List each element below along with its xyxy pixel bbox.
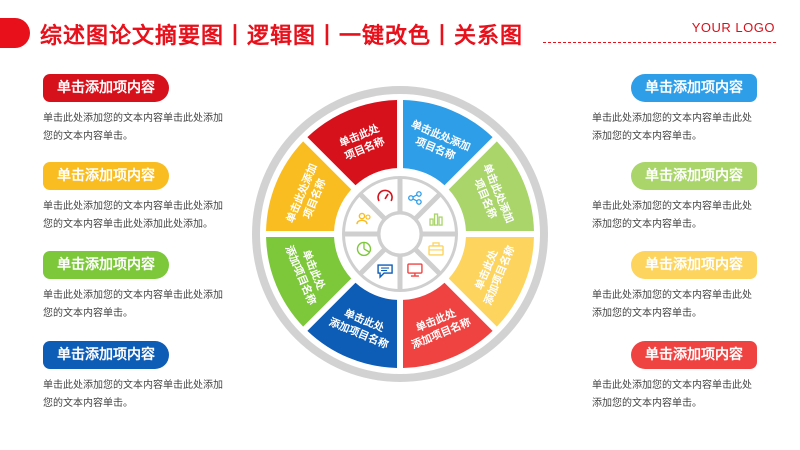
item-label-pill[interactable]: 单击添加项内容 (631, 251, 757, 279)
wheel-icon-cell (402, 179, 438, 217)
wheel-icon-cell (362, 179, 398, 217)
wheel-icon-cell (417, 236, 455, 272)
monitor-icon (407, 263, 423, 277)
item-description: 单击此处添加您的文本内容单击此处添加您的文本内容单击此处添加此处添加。 (43, 201, 223, 230)
item-description: 单击此处添加您的文本内容单击此处添加您的文本内容单击。 (592, 380, 752, 409)
logo: YOUR LOGO (691, 20, 775, 35)
left-item: 单击添加项内容单击此处添加您的文本内容单击此处添加您的文本内容单击。 (43, 251, 243, 323)
wheel-segment[interactable] (402, 282, 493, 368)
item-label-pill[interactable]: 单击添加项内容 (631, 341, 757, 369)
title-divider (543, 42, 776, 43)
users-icon (356, 212, 371, 225)
item-label-pill[interactable]: 单击添加项内容 (43, 341, 169, 369)
chat-icon (377, 264, 393, 279)
title-accent-bar (0, 18, 30, 48)
pie-chart-icon (356, 241, 372, 257)
share-icon (408, 191, 422, 205)
wheel-icon-cell (402, 251, 438, 289)
item-label-pill[interactable]: 单击添加项内容 (631, 162, 757, 190)
left-item: 单击添加项内容单击此处添加您的文本内容单击此处添加您的文本内容单击。 (43, 74, 243, 146)
item-description: 单击此处添加您的文本内容单击此处添加您的文本内容单击。 (43, 290, 223, 319)
wheel-segment[interactable] (448, 141, 534, 232)
right-item: 单击添加项内容单击此处添加您的文本内容单击此处添加您的文本内容单击。 (557, 251, 757, 323)
right-item: 单击添加项内容单击此处添加您的文本内容单击此处添加您的文本内容单击。 (557, 162, 757, 234)
wheel-segment[interactable] (402, 100, 493, 186)
item-description: 单击此处添加您的文本内容单击此处添加您的文本内容单击。 (592, 113, 752, 142)
right-item: 单击添加项内容单击此处添加您的文本内容单击此处添加您的文本内容单击。 (557, 341, 757, 413)
item-label-pill[interactable]: 单击添加项内容 (43, 251, 169, 279)
item-description: 单击此处添加您的文本内容单击此处添加您的文本内容单击。 (43, 113, 223, 142)
item-description: 单击此处添加您的文本内容单击此处添加您的文本内容单击。 (592, 290, 752, 319)
wheel-segment[interactable] (307, 100, 398, 186)
page-title: 综述图论文摘要图丨逻辑图丨一键改色丨关系图 (40, 24, 524, 49)
wheel-icon-cell (345, 236, 383, 272)
wheel-segment[interactable] (448, 236, 534, 327)
wheel-segment[interactable] (307, 282, 398, 368)
gauge-icon (377, 189, 393, 202)
right-item: 单击添加项内容单击此处添加您的文本内容单击此处添加您的文本内容单击。 (557, 74, 757, 146)
wheel-hub (377, 211, 423, 257)
left-item: 单击添加项内容单击此处添加您的文本内容单击此处添加您的文本内容单击此处添加此处添… (43, 162, 243, 234)
wheel-icon-cell (362, 251, 398, 289)
bar-chart-icon (429, 213, 443, 226)
left-item: 单击添加项内容单击此处添加您的文本内容单击此处添加您的文本内容单击。 (43, 341, 243, 413)
item-label-pill[interactable]: 单击添加项内容 (43, 74, 169, 102)
wheel-segment[interactable] (266, 141, 352, 232)
item-description: 单击此处添加您的文本内容单击此处添加您的文本内容单击。 (592, 201, 752, 230)
briefcase-icon (428, 242, 444, 256)
item-description: 单击此处添加您的文本内容单击此处添加您的文本内容单击。 (43, 380, 223, 409)
item-label-pill[interactable]: 单击添加项内容 (631, 74, 757, 102)
wheel-segment[interactable] (266, 236, 352, 327)
item-label-pill[interactable]: 单击添加项内容 (43, 162, 169, 190)
